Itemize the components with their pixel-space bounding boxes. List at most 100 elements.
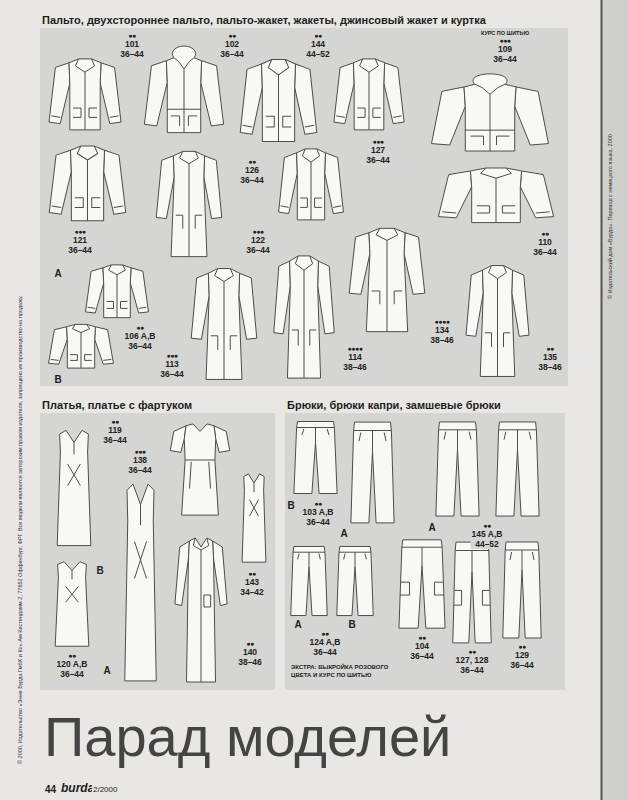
model-number: 103 A,B	[302, 508, 335, 518]
garment-sketch	[156, 151, 222, 256]
model-number: 104	[409, 642, 435, 652]
label-group: A	[427, 522, 436, 533]
size-range: 38–46	[429, 336, 455, 346]
label-group: B	[347, 619, 356, 630]
difficulty-dots: ●●	[119, 32, 145, 40]
garment-sketch	[334, 59, 404, 130]
difficulty-dots: ●●●	[480, 37, 530, 45]
variant-letter: B	[53, 374, 62, 385]
label-group: ●●●●13438–46	[429, 318, 455, 345]
garment-sketch	[242, 474, 266, 562]
size-range: 36–44	[219, 50, 245, 60]
label-group: B	[286, 500, 295, 511]
size-range: 36–44	[480, 55, 530, 65]
garment-sketch	[438, 168, 553, 223]
model-number: 124 A,B	[309, 638, 342, 648]
garment-sketch	[144, 46, 223, 133]
extra-note: ЭКСТРА: ВЫКРОЙКА РОЗОВОГО ЦВЕТА И КУРС П…	[290, 664, 404, 679]
garment-sketches	[49, 46, 554, 682]
variant-letter: A	[53, 268, 62, 279]
label-group: ●●10436–44	[409, 634, 435, 661]
model-number: 144	[305, 40, 331, 50]
size-range: 38–46	[537, 363, 563, 373]
label-group: B	[95, 565, 104, 576]
label-group: ●●●●11438–46	[342, 345, 368, 372]
difficulty-dots: ●●	[219, 32, 245, 40]
magazine-logo: burda	[60, 782, 95, 795]
garment-sketch	[49, 324, 114, 368]
difficulty-dots: ●●●	[245, 228, 271, 236]
difficulty-dots: ●●	[509, 643, 535, 651]
model-number: 129	[509, 651, 535, 661]
panel-ground	[40, 413, 275, 690]
garment-sketch	[496, 422, 539, 516]
model-number: 109	[480, 45, 530, 55]
size-range: 36–44	[302, 518, 335, 528]
label-group: ЭКСТРА: ВЫКРОЙКА РОЗОВОГО ЦВЕТА И КУРС П…	[290, 664, 404, 679]
garment-sketch	[57, 430, 91, 545]
model-number: 120 A,B	[56, 660, 89, 670]
garment-sketch	[86, 265, 149, 318]
label-group: ●●14038–46	[237, 640, 263, 667]
difficulty-dots: ●●	[471, 522, 504, 530]
size-range: 44–52	[305, 50, 331, 60]
label-group: ●●11036–44	[532, 230, 558, 257]
difficulty-dots: ●●	[309, 630, 342, 638]
model-number: 140	[237, 648, 263, 658]
model-number: 127	[365, 146, 391, 156]
garment-sketch	[274, 256, 334, 378]
size-range: 36–44	[119, 50, 145, 60]
label-group: ●●●12136–44	[67, 228, 93, 255]
label-group: ●●14334–42	[239, 570, 265, 597]
model-number: 134	[429, 326, 455, 336]
label-group: ●●●11336–44	[159, 352, 185, 379]
variant-letter: A	[427, 522, 436, 533]
label-group: ●●14444–52	[305, 32, 331, 59]
garment-sketch	[170, 424, 230, 515]
difficulty-dots: ●●	[454, 648, 489, 656]
label-group: 2/2000	[92, 785, 118, 795]
label-group: © Издательский дом «Бурда». Перевод с не…	[607, 133, 614, 300]
label-group: КУРС ПО ШИТЬЮ●●●10936–44	[480, 30, 530, 64]
label-group: ●●●13836–44	[127, 448, 153, 475]
label-group: ●●103 A,B36–44	[302, 500, 335, 527]
difficulty-dots: ●●	[239, 570, 265, 578]
garment-sketch	[503, 542, 541, 638]
garment-sketch	[191, 269, 257, 380]
size-range: 36–44	[509, 661, 535, 671]
label-group: burda	[60, 782, 95, 795]
garment-sketch	[55, 562, 89, 646]
size-range: 36–44	[454, 666, 489, 676]
label-group: ●●11936–44	[102, 418, 128, 445]
difficulty-dots: ●●	[409, 634, 435, 642]
size-range: 36–44	[102, 436, 128, 446]
variant-letter: B	[347, 619, 356, 630]
page-number: 44	[44, 784, 57, 796]
size-range: 38–46	[237, 658, 263, 668]
next-page-strip	[601, 0, 628, 800]
course-note: КУРС ПО ШИТЬЮ	[480, 30, 530, 37]
size-range: 36–44	[124, 342, 157, 352]
label-group: ●●13538–46	[537, 345, 563, 372]
difficulty-dots: ●●●●	[429, 318, 455, 326]
difficulty-dots: ●●	[532, 230, 558, 238]
copyright-note: © Издательский дом «Бурда». Перевод с не…	[607, 133, 614, 300]
difficulty-dots: ●●	[305, 32, 331, 40]
garment-sketch	[294, 422, 337, 494]
difficulty-dots: ●●	[239, 158, 265, 166]
garment-sketch	[337, 546, 373, 615]
garment-sketch	[399, 540, 445, 628]
label-group: ●●●12736–44	[365, 138, 391, 165]
size-range: 36–44	[67, 246, 93, 256]
label-group: 44	[44, 784, 57, 796]
difficulty-dots: ●●	[302, 500, 335, 508]
section-heading: Брюки, брюки капри, замшевые брюки	[287, 398, 501, 412]
garment-sketch	[453, 542, 491, 643]
label-group: ●●124 A,B36–44	[309, 630, 342, 657]
size-range: 36–44	[532, 248, 558, 258]
model-number: 121	[67, 236, 93, 246]
page-fold	[601, 0, 603, 800]
variant-letter: A	[102, 665, 111, 676]
label-group: ●●106 A,B36–44	[124, 324, 157, 351]
